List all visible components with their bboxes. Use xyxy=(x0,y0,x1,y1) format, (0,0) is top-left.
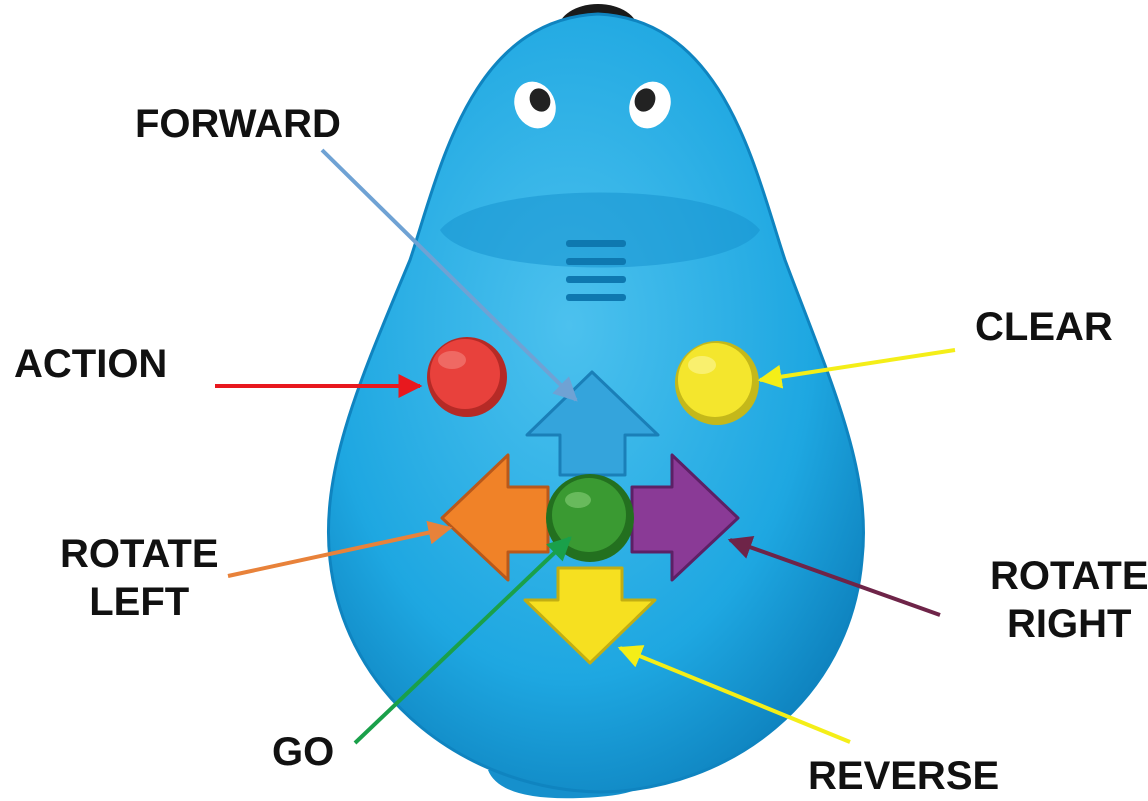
rotate-left-label-line1: ROTATE xyxy=(60,530,219,578)
forward-label: FORWARD xyxy=(135,100,341,148)
rotate-right-label-line2: RIGHT xyxy=(990,600,1148,648)
action-button[interactable] xyxy=(427,337,507,417)
go-label: GO xyxy=(272,728,334,776)
clear-label: CLEAR xyxy=(975,303,1113,351)
rotate-right-label-line1: ROTATE xyxy=(990,552,1148,600)
clear-button[interactable] xyxy=(675,341,759,425)
reverse-label: REVERSE xyxy=(808,752,999,800)
rotate-right-label: ROTATE RIGHT xyxy=(990,552,1148,648)
rotate-left-label: ROTATE LEFT xyxy=(60,530,219,626)
action-label: ACTION xyxy=(14,340,167,388)
rotate-left-label-line2: LEFT xyxy=(60,578,219,626)
